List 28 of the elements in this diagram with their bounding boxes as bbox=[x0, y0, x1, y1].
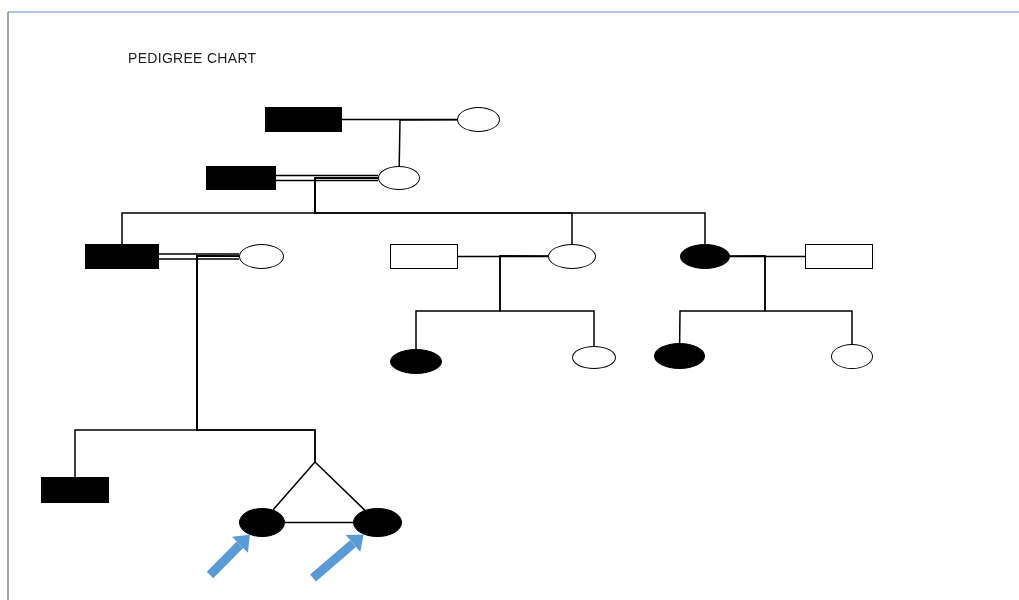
unaffected-square-symbol bbox=[390, 244, 458, 269]
unaffected-circle-symbol bbox=[831, 344, 873, 369]
pointer-arrow bbox=[310, 534, 364, 582]
affected-circle-symbol bbox=[239, 508, 285, 537]
unaffected-square-symbol bbox=[805, 244, 873, 269]
pedigree-line bbox=[284, 521, 354, 524]
pedigree-line bbox=[314, 177, 706, 245]
affected-square-symbol bbox=[41, 477, 109, 503]
unaffected-circle-symbol bbox=[378, 166, 420, 190]
pointer-arrow bbox=[206, 534, 250, 579]
affected-square-symbol bbox=[85, 244, 159, 269]
affected-circle-symbol bbox=[390, 349, 442, 374]
consanguineous-line bbox=[275, 174, 379, 182]
unaffected-circle-symbol bbox=[572, 346, 616, 369]
pedigree-line bbox=[499, 255, 595, 347]
pedigree-line bbox=[398, 118, 458, 167]
affected-circle-symbol bbox=[680, 244, 730, 269]
unaffected-circle-symbol bbox=[457, 107, 500, 132]
affected-circle-symbol bbox=[353, 508, 402, 537]
unaffected-circle-symbol bbox=[239, 244, 284, 269]
affected-square-symbol bbox=[206, 166, 276, 190]
affected-square-symbol bbox=[265, 107, 342, 132]
pedigree-line bbox=[729, 255, 853, 345]
unaffected-circle-symbol bbox=[548, 244, 596, 269]
chart-title: PEDIGREE CHART bbox=[128, 50, 257, 66]
affected-circle-symbol bbox=[654, 343, 705, 369]
consanguineous-line bbox=[158, 253, 240, 260]
pedigree-line bbox=[196, 255, 366, 511]
